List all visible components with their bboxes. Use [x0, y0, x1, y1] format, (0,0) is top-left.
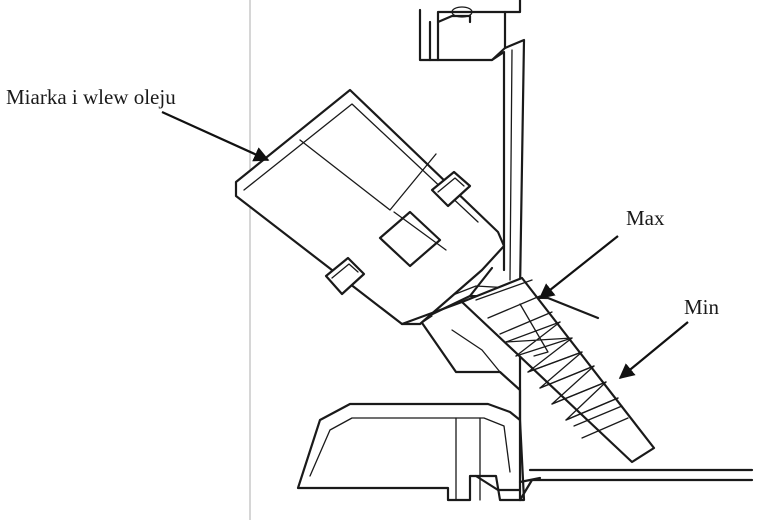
filler-cap	[234, 88, 506, 326]
filler-arrow	[161, 110, 270, 162]
housing-bracket	[418, 0, 522, 62]
max-label: Max	[626, 206, 665, 230]
cap-clip-upper	[430, 170, 472, 208]
max-arrow	[538, 235, 619, 299]
dipstick-blade	[460, 276, 656, 464]
min-label: Min	[684, 295, 720, 319]
min-arrow	[618, 321, 689, 379]
filler-dipstick-label: Miarka i wlew oleju	[6, 85, 176, 109]
mounting-foot	[296, 402, 542, 502]
cap-latch-window	[378, 210, 442, 268]
cap-clip-lower	[324, 256, 366, 296]
